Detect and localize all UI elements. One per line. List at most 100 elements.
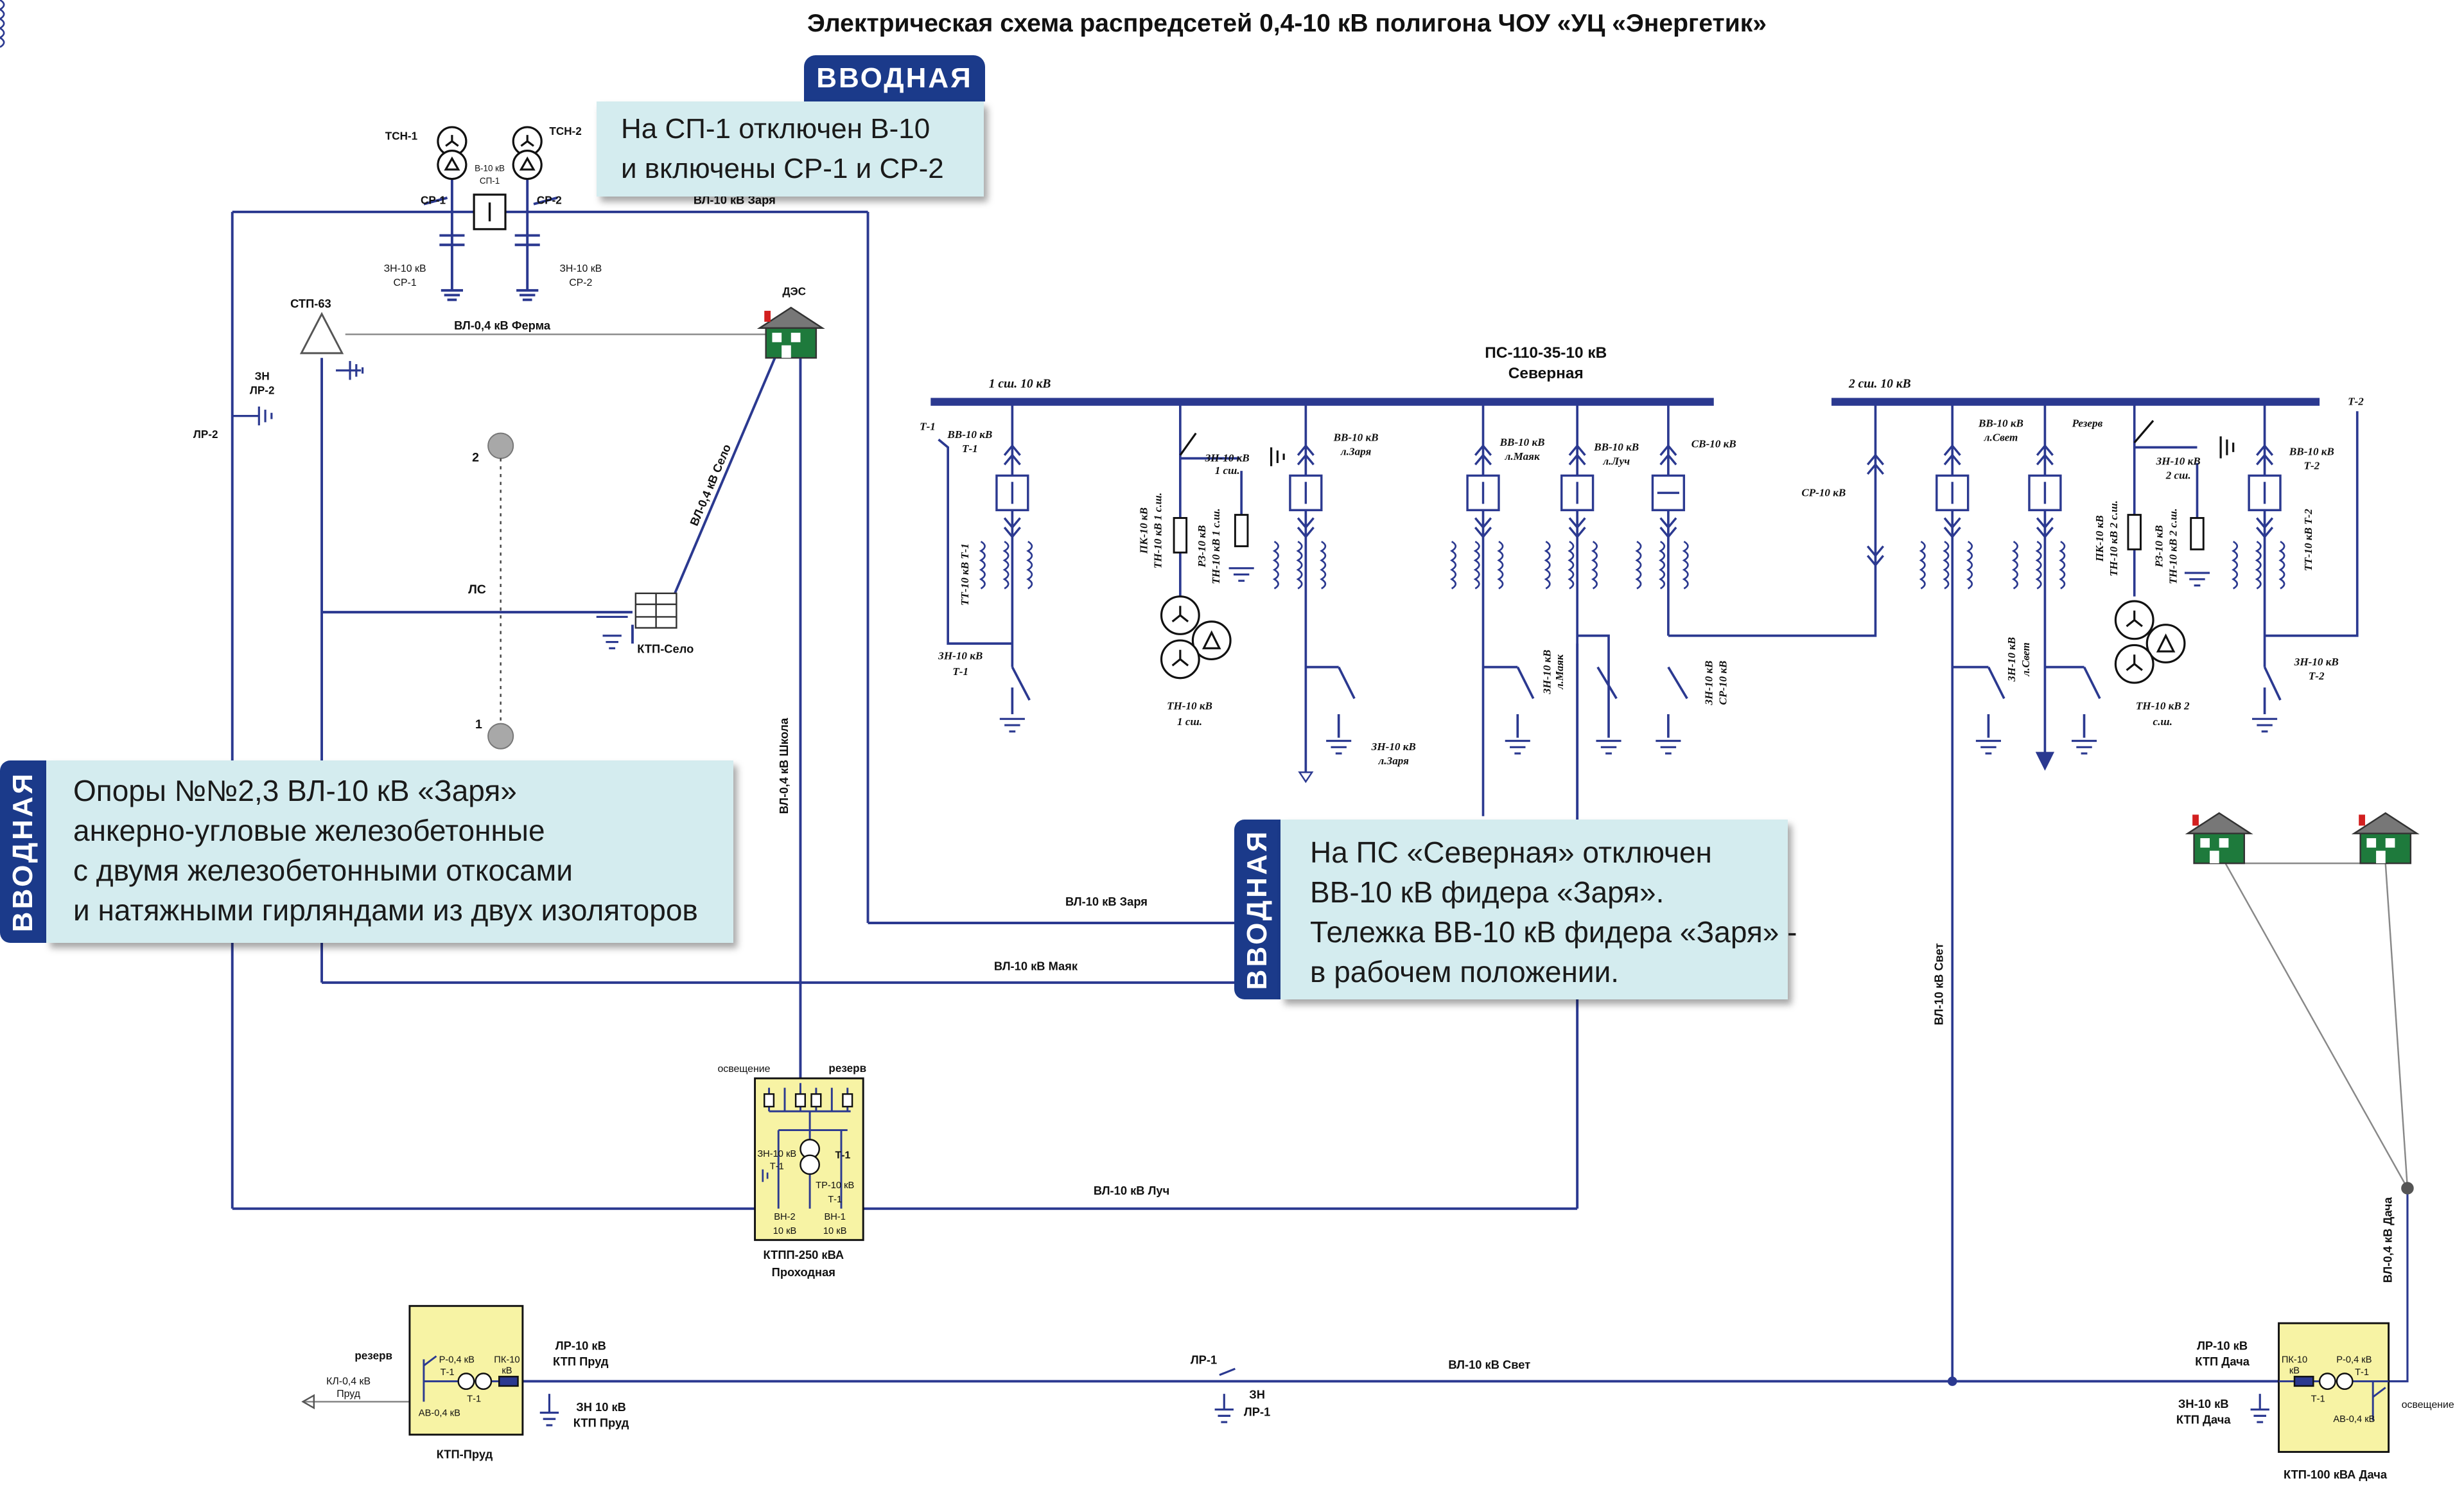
label-zn-lr2-b: ЛР-2 [250, 384, 275, 396]
label-zn-mayak-a: ЗН-10 кВ [1541, 649, 1553, 694]
label-zn-zarya-a: ЗН-10 кВ [1371, 741, 1416, 753]
label-bus1: 1 сш. 10 кВ [989, 378, 1051, 391]
label-zn10-prud-b: КТП Пруд [573, 1416, 629, 1429]
label-rz2-b: ТН-10 кВ 2 с.ш. [2167, 508, 2180, 584]
ktpp-label-vn2-a: ВН-2 [774, 1212, 795, 1222]
label-vv-t1-b: Т-1 [962, 443, 978, 455]
pole-1-icon [487, 723, 514, 750]
label-pk2-a: ПК-10 кВ [2093, 515, 2106, 562]
label-zn-svet-a: ЗН-10 кВ [2005, 637, 2018, 682]
prud-label-kl-b: Пруд [336, 1389, 360, 1400]
ktpp-label-vn1-b: 10 кВ [823, 1226, 847, 1236]
ktpp-label-tr-a: ТР-10 кВ [816, 1181, 854, 1191]
ktp-dacha-name: КТП-100 кВА Дача [2284, 1468, 2388, 1481]
house-dacha-1-icon [2185, 812, 2253, 865]
callout-right-line-2: ВВ-10 кВ фидера «Заря». [1310, 875, 1665, 909]
label-lr1: ЛР-1 [1191, 1353, 1217, 1367]
ktp-prud-name: КТП-Пруд [437, 1447, 493, 1461]
prud-label-p04-b: Т-1 [441, 1367, 455, 1378]
label-zn2-b: СР-2 [569, 277, 592, 288]
label-vl-shkola: ВЛ-0,4 кВ Школа [777, 717, 791, 814]
label-des: ДЭС [782, 285, 806, 297]
label-ls: ЛС [468, 583, 486, 597]
callout-right-line-4: в рабочем положении. [1310, 955, 1620, 988]
label-stp63: СТП-63 [290, 297, 331, 310]
label-vl-svet-vertical: ВЛ-10 кВ Свет [1932, 943, 1946, 1025]
label-zn10-dacha-a: ЗН-10 кВ [2178, 1397, 2229, 1410]
ktpp-label-t1: Т-1 [835, 1150, 851, 1161]
callout-right: На ПС «Северная» отключен ВВ-10 кВ фидер… [1280, 820, 1797, 999]
label-tn1-a: ТН-10 кВ [1167, 700, 1212, 712]
label-zn-t1-a: ЗН-10 кВ [938, 649, 983, 662]
label-pk1-b: ТН-10 кВ 1 с.ш. [1152, 493, 1164, 568]
label-t1-feed: Т-1 [920, 421, 936, 433]
label-sr2: СР-2 [537, 195, 562, 207]
callout-right-line-1: На ПС «Северная» отключен [1310, 836, 1712, 869]
callout-left-tag: ВВОДНАЯ [0, 760, 46, 943]
sp1-group [231, 157, 1240, 1209]
stp63-icon [299, 312, 344, 355]
label-zn-tn2-b: 2 сш. [2165, 469, 2191, 481]
label-zn-t1-b: Т-1 [952, 665, 968, 678]
label-zn-lr1-a: ЗН [1249, 1387, 1265, 1401]
dacha-label-osv: освещение [2402, 1400, 2454, 1410]
callout-right-line-3: Тележка ВВ-10 кВ фидера «Заря» - [1310, 915, 1797, 949]
house-dacha-2-icon [2351, 812, 2420, 865]
vt2-icon [2114, 600, 2186, 684]
prud-label-pk-a: ПК-10 [494, 1355, 520, 1365]
label-v10-b: СП-1 [480, 176, 500, 186]
label-tt-t1: ТТ-10 кВ Т-1 [959, 543, 971, 606]
label-tn2-a: ТН-10 кВ 2 [2136, 700, 2190, 712]
ktpp-name-2: Проходная [772, 1265, 835, 1279]
label-tn2-b: с.ш. [2153, 715, 2172, 728]
label-pole-1: 1 [475, 717, 482, 732]
label-vl-luch: ВЛ-10 кВ Луч [1094, 1184, 1169, 1197]
ktpp-label-vn2-b: 10 кВ [773, 1226, 797, 1236]
label-pk1-a: ПК-10 кВ [1138, 507, 1150, 554]
label-lr10-dacha-a: ЛР-10 кВ [2197, 1339, 2248, 1353]
dacha-label-p04-a: Р-0,4 кВ [2336, 1355, 2372, 1365]
ktp-dacha-box [2278, 1322, 2390, 1453]
label-zn-tn1-b: 1 сш. [1215, 464, 1240, 477]
ktpp-label-zn-a: ЗН-10 кВ [757, 1149, 796, 1159]
ktp-prud-box [408, 1304, 524, 1436]
label-zn-zarya-b: л.Заря [1378, 755, 1410, 767]
label-v10-a: В-10 кВ [475, 163, 505, 173]
prud-label-av: АВ-0,4 кВ [419, 1408, 460, 1418]
ps-title-line1: ПС-110-35-10 кВ [1485, 344, 1607, 362]
callout-left: Опоры №№2,3 ВЛ-10 кВ «Заря» анкерно-угло… [46, 760, 733, 943]
des-house-icon [756, 306, 825, 359]
label-vv-zarya-a: ВВ-10 кВ [1333, 432, 1379, 444]
diagram-title: Электрическая схема распредсетей 0,4-10 … [807, 10, 1767, 37]
label-pk2-b: ТН-10 кВ 2 с.ш. [2108, 500, 2120, 576]
label-vv-mayak-b: л.Маяк [1505, 450, 1541, 462]
label-zn-lr2-a: ЗН [255, 370, 270, 382]
label-zn1-a: ЗН-10 кВ [384, 263, 426, 274]
callout-top-tag-text: ВВОДНАЯ [816, 62, 973, 94]
label-tt-t2: ТТ-10 кВ Т-2 [2302, 509, 2314, 571]
label-t2-feed: Т-2 [2348, 396, 2364, 408]
label-lr2: ЛР-2 [193, 428, 218, 441]
dacha-label-t1: Т-1 [2311, 1394, 2325, 1404]
current-transformers [0, 0, 5, 48]
vt1-icon [1160, 595, 1232, 680]
ktpp-label-osv: освещение [717, 1064, 770, 1075]
callout-left-line-3: с двумя железобетонными откосами [73, 854, 573, 887]
dacha-label-pk-b: кВ [2289, 1365, 2300, 1376]
prud-label-t1: Т-1 [467, 1394, 481, 1404]
label-rz2-a: РЗ-10 кВ [2153, 525, 2165, 568]
dacha-label-av: АВ-0,4 кВ [2333, 1414, 2375, 1425]
label-vl-selo: ВЛ-0,4 кВ Село [687, 442, 733, 527]
label-vv-t1-a: ВВ-10 кВ [947, 428, 992, 441]
callout-right-tag: ВВОДНАЯ [1234, 820, 1280, 999]
label-vv-luch-a: ВВ-10 кВ [1593, 441, 1639, 453]
label-sr1: СР-1 [421, 195, 446, 207]
callout-top: На СП-1 отключен В-10 и включены СР-1 и … [597, 101, 984, 197]
label-zn-tn1-a: ЗН-10 кВ [1205, 452, 1250, 464]
callout-top-tag: ВВОДНАЯ [804, 55, 985, 101]
label-rz1-a: РЗ-10 кВ [1196, 525, 1208, 568]
ktpp-label-vn1-a: ВН-1 [824, 1212, 845, 1222]
prud-label-rezerv: резерв [354, 1349, 392, 1362]
label-zn2-a: ЗН-10 кВ [559, 263, 602, 274]
label-tn1-b: 1 сш. [1177, 715, 1202, 728]
